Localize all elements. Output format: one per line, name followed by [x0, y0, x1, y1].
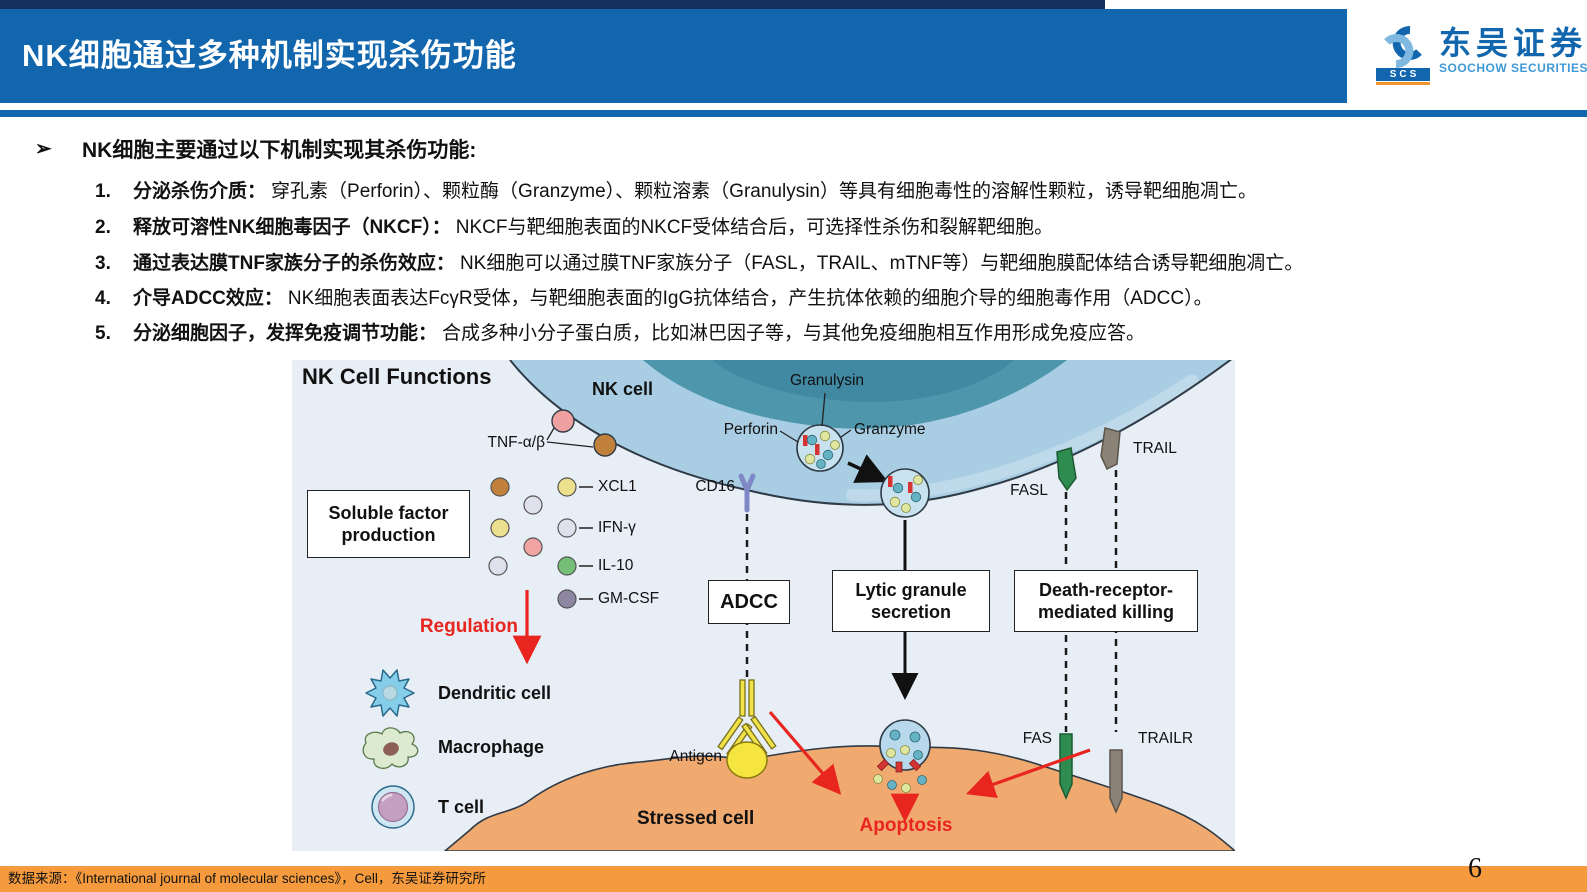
item-text: NK细胞可以通过膜TNF家族分子（FASL，TRAIL、mTNF等）与靶细胞膜配… [459, 253, 1304, 274]
macrophage-icon [362, 727, 419, 769]
trail-receptor-icon [1100, 427, 1121, 471]
lytic-granule-secretion-box: Lytic granule secretion [832, 570, 990, 632]
item-text: NKCF与靶细胞表面的NKCF受体结合后，可选择性杀伤和裂解靶细胞。 [455, 217, 1054, 238]
trailr-label: TRAILR [1138, 730, 1194, 747]
death-receptor-box: Death-receptor-mediated killing [1014, 570, 1198, 632]
fas-receptor-icon [1059, 733, 1073, 800]
item-bold: 释放可溶性NK细胞毒因子（NKCF）： [133, 217, 451, 238]
t-cell-label: T cell [438, 797, 485, 817]
list-item: 1. 分泌杀伤介质：穿孔素（Perforin）、颗粒酶（Granzyme）、颗粒溶… [95, 176, 1257, 203]
tnf-beta-dot [593, 433, 617, 457]
title-bar [0, 9, 1347, 103]
item-bold: 分泌杀伤介质： [133, 181, 267, 202]
logo-hooks-icon [1384, 26, 1422, 68]
item-number: 2. [95, 217, 111, 238]
item-bold: 介导ADCC效应： [133, 288, 283, 309]
item-text: 合成多种小分子蛋白质，比如淋巴因子等，与其他免疫细胞相互作用形成免疫应答。 [442, 323, 1146, 344]
item-number: 3. [95, 253, 111, 274]
stressed-cell-label: Stressed cell [637, 808, 755, 829]
logo-underline [1376, 82, 1430, 85]
item-number: 4. [95, 288, 111, 309]
list-item: 4. 介导ADCC效应：NK细胞表面表达FcγR受体，与靶细胞表面的IgG抗体结合… [95, 283, 1213, 310]
stressed-cell-body [443, 745, 1235, 851]
top-accent-strip [0, 0, 1105, 9]
ifn-gamma-label: IFN-γ [598, 519, 636, 536]
section-heading: NK细胞主要通过以下机制实现其杀伤功能: [82, 139, 477, 162]
cd16-receptor-icon [738, 473, 756, 513]
lytic-granule-2 [880, 468, 930, 518]
gmcsf-label: GM-CSF [598, 590, 660, 607]
fasl-receptor-icon [1056, 447, 1077, 492]
bullet-marker: ➢ [35, 138, 52, 160]
dendritic-cell-label: Dendritic cell [438, 683, 552, 703]
tnf-label: TNF-α/β [487, 434, 545, 451]
item-bold: 通过表达膜TNF家族分子的杀伤效应： [133, 253, 455, 274]
figure-title: NK Cell Functions [302, 364, 492, 389]
list-item: 3. 通过表达膜TNF家族分子的杀伤效应：NK细胞可以通过膜TNF家族分子（FAS… [95, 248, 1303, 275]
macrophage-label: Macrophage [438, 737, 545, 757]
company-logo: SCS 东吴证券 SOOCHOW SECURITIES [1376, 25, 1587, 85]
apoptosis-label: Apoptosis [859, 815, 953, 836]
soluble-factor-box: Soluble factor production [307, 490, 470, 558]
footer-bar [0, 866, 1587, 892]
apoptosis-arrow-right [965, 748, 1091, 799]
perforin-label: Perforin [723, 421, 778, 438]
tnf-alpha-dot [551, 409, 575, 433]
logo-en-name: SOOCHOW SECURITIES [1439, 61, 1587, 76]
item-text: NK细胞表面表达FcγR受体，与靶细胞表面的IgG抗体结合，产生抗体依赖的细胞介… [287, 288, 1213, 309]
antigen-icon [726, 741, 768, 779]
data-source: 数据来源：《International journal of molecular… [8, 871, 486, 886]
header-divider [0, 110, 1587, 117]
fasl-label: FASL [1010, 482, 1048, 499]
tnf-pointer-lines [546, 427, 594, 448]
lytic-granule-1 [796, 424, 844, 472]
cytokine-dots [488, 477, 543, 576]
dendritic-cell-icon [365, 669, 415, 717]
item-number: 5. [95, 323, 111, 344]
figure-art [362, 360, 1235, 851]
item-bold: 分泌细胞因子，发挥免疫调节功能： [133, 323, 438, 344]
list-item: 5. 分泌细胞因子，发挥免疫调节功能：合成多种小分子蛋白质，比如淋巴因子等，与其他… [95, 318, 1145, 345]
il10-label: IL-10 [598, 557, 634, 574]
granule-release [873, 719, 931, 793]
fas-label: FAS [1022, 730, 1052, 747]
trailr-receptor-icon [1109, 749, 1123, 814]
cytokine-legend-dots [557, 477, 577, 609]
item-number: 1. [95, 181, 111, 202]
page-number: 6 [1468, 853, 1482, 884]
page-title: NK细胞通过多种机制实现杀伤功能 [22, 38, 517, 73]
logo-mark: SCS [1376, 26, 1430, 85]
granule-pointer-lines [779, 392, 852, 443]
logo-abbr: SCS [1376, 68, 1430, 81]
t-cell-icon [371, 785, 415, 829]
item-text: 穿孔素（Perforin）、颗粒酶（Granzyme）、颗粒溶素（Granuly… [271, 181, 1257, 202]
nk-cell-body [510, 360, 1235, 505]
logo-cn-name: 东吴证券 [1439, 25, 1587, 61]
antigen-label: Antigen [669, 748, 722, 765]
legend-dashes [579, 486, 593, 600]
granzyme-label: Granzyme [854, 421, 926, 438]
nk-cell-functions-figure: NK Cell Functions NK cell Granulysin Per… [292, 360, 1235, 851]
xcl1-label: XCL1 [598, 478, 637, 495]
adcc-box: ADCC [708, 580, 790, 624]
list-item: 2. 释放可溶性NK细胞毒因子（NKCF）：NKCF与靶细胞表面的NKCF受体结合… [95, 212, 1053, 239]
trail-label: TRAIL [1133, 440, 1177, 457]
granule-move-arrow [847, 454, 889, 483]
granulysin-label: Granulysin [789, 372, 865, 389]
nk-cell-label: NK cell [592, 379, 654, 399]
apoptosis-arrow-left [768, 710, 842, 795]
nk-cell-nucleus-shade [712, 360, 1014, 402]
cd16-label: CD16 [695, 478, 735, 495]
regulation-label: Regulation [419, 616, 518, 637]
